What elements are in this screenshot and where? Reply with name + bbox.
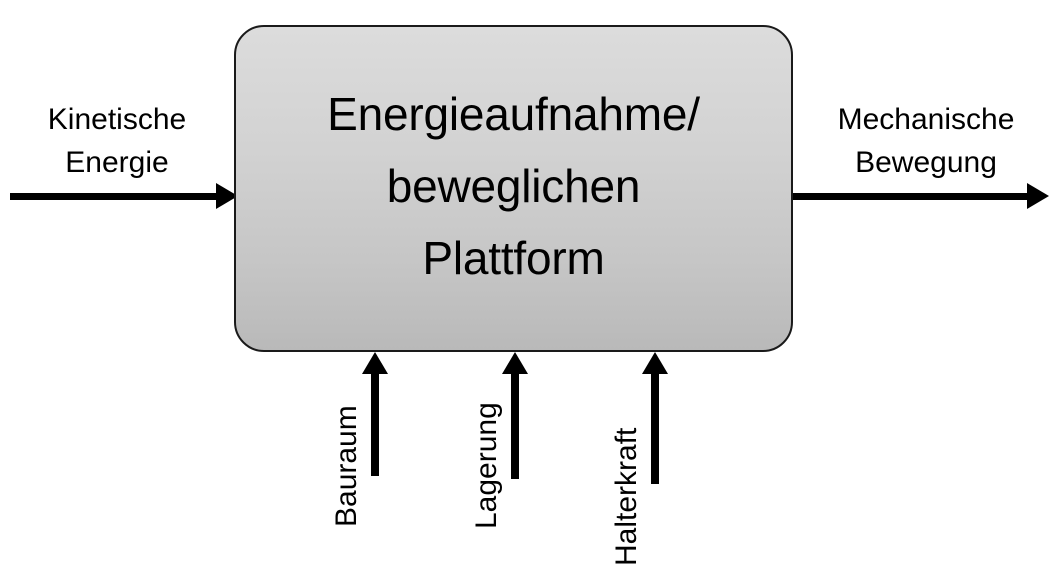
output-arrow-shaft — [791, 193, 1029, 200]
input-arrow — [10, 183, 238, 209]
input-arrow-head — [216, 183, 238, 209]
constraint-label-bauraum: Bauraum — [330, 405, 363, 527]
output-arrow — [791, 183, 1050, 209]
constraint-arrow-head — [502, 352, 528, 374]
constraint-arrow-shaft — [371, 370, 379, 476]
process-block-label: Energieaufnahme/ beweglichen Plattform — [327, 87, 700, 284]
constraint-label-halterkraft: Halterkraft — [610, 427, 643, 566]
constraint-arrow-shaft — [511, 370, 519, 479]
output-arrow-head — [1027, 183, 1049, 209]
input-label: Kinetische Energie — [47, 103, 187, 179]
input-arrow-shaft — [10, 193, 218, 200]
constraint-arrow-shaft — [651, 370, 659, 484]
constraint-arrow-halterkraft — [642, 352, 668, 484]
constraint-arrow-bauraum — [362, 352, 388, 476]
constraint-arrow-head — [362, 352, 388, 374]
constraint-arrow-head — [642, 352, 668, 374]
output-label: Mechanische Bewegung — [837, 103, 1015, 179]
constraint-label-lagerung: Lagerung — [470, 402, 503, 529]
constraint-arrow-lagerung — [502, 352, 528, 479]
process-block: Energieaufnahme/ beweglichen Plattform — [234, 25, 793, 352]
